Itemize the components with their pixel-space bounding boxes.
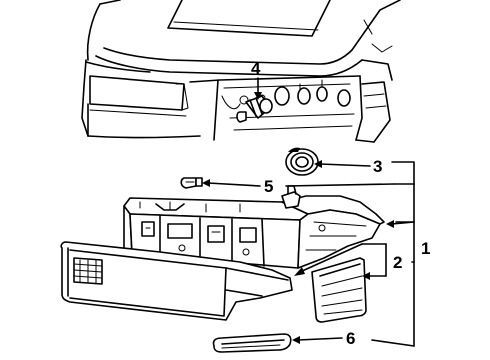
callout-3: 3 <box>373 157 382 176</box>
callout-labels: 4 3 5 2 1 6 <box>251 59 430 348</box>
bulb-socket-part-4 <box>236 95 273 123</box>
callout-2: 2 <box>393 253 402 272</box>
lens-part-2 <box>60 241 293 321</box>
leader-lines <box>202 77 415 347</box>
callout-4: 4 <box>251 59 261 78</box>
callout-5: 5 <box>264 177 273 196</box>
callout-6: 6 <box>346 329 355 348</box>
grommet-part-3 <box>285 147 319 176</box>
callout-1: 1 <box>421 239 430 258</box>
lamp-housing <box>123 185 385 269</box>
molding-part-6 <box>212 333 292 353</box>
vehicle-rear-body <box>81 0 401 143</box>
bulb-part-5 <box>180 177 203 189</box>
side-marker-lens <box>311 257 367 323</box>
